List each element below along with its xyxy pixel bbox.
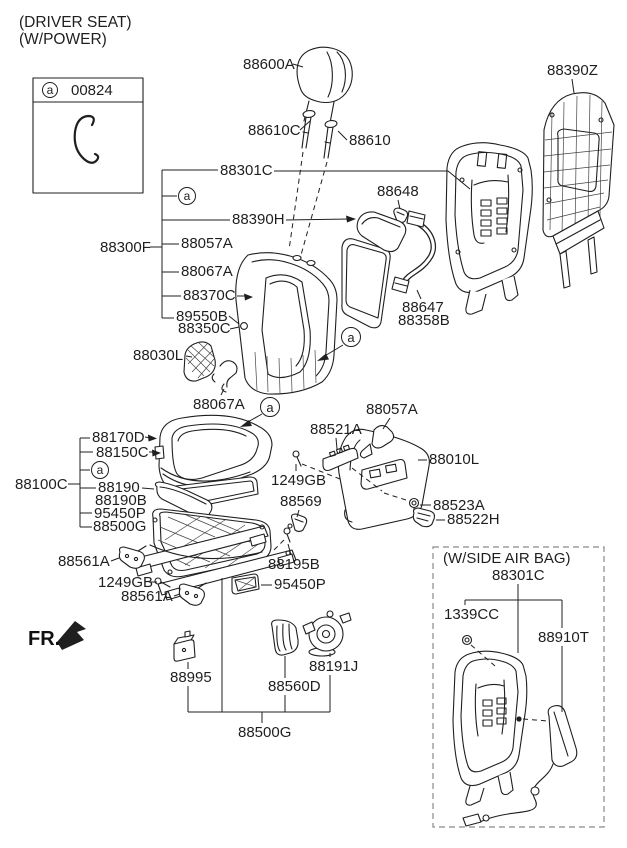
callout-a-2: a: [341, 327, 361, 347]
switch-88521A-art: [322, 444, 383, 492]
bracket-88561A-b-art: [178, 582, 207, 606]
seatback-cover-art: [235, 252, 338, 395]
page-title-line2: (W/POWER): [19, 31, 107, 48]
top-garnish-art: [356, 211, 407, 253]
callout-a-3: a: [260, 397, 280, 417]
part-label-88610C: 88610C: [248, 122, 301, 139]
part-label-88067A: 88067A: [181, 263, 233, 280]
part-label-88390H: 88390H: [232, 211, 285, 228]
part-label-88010L: 88010L: [429, 451, 480, 468]
back-panel-mesh-art: [542, 92, 615, 289]
part-label-88190B: 88190B: [95, 492, 147, 509]
legend-code: 00824: [71, 82, 113, 99]
lumbar-mat-art: [183, 341, 216, 382]
tube-art: [391, 210, 436, 294]
back-board-art: [341, 238, 391, 329]
cushion-frame-art: [132, 508, 297, 601]
part-label-88561A-2: 88561A: [121, 588, 173, 605]
pad-hook-art: [211, 360, 238, 393]
seatback-frame-art: [445, 142, 533, 315]
part-label-95450P: 95450P: [94, 505, 146, 522]
part-label-95450P-2: 95450P: [274, 576, 326, 593]
part-label-88030L: 88030L: [133, 347, 184, 364]
part-label-88301C-2: 88301C: [492, 567, 545, 584]
cushion-cover-art: [154, 414, 273, 495]
part-label-88067A-2: 88067A: [193, 396, 245, 413]
callout-a-legend: a: [42, 82, 58, 98]
clip-88569-art: [290, 513, 308, 533]
side-airbag-box-art: [432, 546, 605, 828]
callout-a-4: a: [91, 461, 109, 479]
fr-direction-label: FR.: [28, 628, 61, 650]
headrest-guide-pins-art: [288, 109, 338, 256]
part-label-88500G: 88500G: [93, 518, 147, 535]
part-label-88358B: 88358B: [398, 312, 450, 329]
callout-a-1: a: [178, 187, 196, 205]
part-label-88190: 88190: [98, 479, 140, 496]
part-label-88057A-2: 88057A: [366, 401, 418, 418]
part-label-1339CC: 1339CC: [444, 606, 500, 623]
pad-strip-art: [154, 481, 213, 519]
part-label-88560D: 88560D: [268, 678, 321, 695]
part-label-88647: 88647: [402, 299, 444, 316]
part-label-88995: 88995: [170, 669, 212, 686]
part-label-1249GB: 1249GB: [271, 472, 327, 489]
box-88995-art: [173, 630, 196, 662]
part-label-88150C: 88150C: [96, 444, 149, 461]
screw-1249GB-art: [292, 450, 341, 480]
switch-88522H-art: [412, 507, 436, 528]
bracket-88057A-art: [359, 424, 395, 459]
part-label-88610: 88610: [349, 132, 391, 149]
part-label-88648: 88648: [377, 183, 419, 200]
ecu-95450P-art: [231, 573, 260, 595]
part-label-88100C: 88100C: [15, 476, 68, 493]
part-label-88191J: 88191J: [309, 658, 359, 675]
part-label-88170D: 88170D: [92, 429, 145, 446]
part-label-88390Z: 88390Z: [547, 62, 598, 79]
lever-88560D-art: [271, 619, 299, 656]
legend-hook-art: [73, 114, 100, 164]
part-label-88350C: 88350C: [178, 320, 231, 337]
part-label-88301C: 88301C: [220, 162, 273, 179]
part-label-89550B: 89550B: [176, 308, 228, 325]
part-label-88523A: 88523A: [433, 497, 485, 514]
fr-arrow: [57, 621, 86, 650]
part-label-88195B: 88195B: [268, 556, 320, 573]
motor-88191J-art: [302, 610, 352, 657]
part-label-88500G-2: 88500G: [238, 724, 292, 741]
part-label-88521A: 88521A: [310, 421, 362, 438]
page-title-line1: (DRIVER SEAT): [19, 14, 132, 31]
screw-88195B-art: [271, 527, 291, 553]
part-label-88522H: 88522H: [447, 511, 500, 528]
part-label-88561A: 88561A: [58, 553, 110, 570]
part-label-1249GB-2: 1249GB: [98, 574, 154, 591]
part-label-88600A: 88600A: [243, 56, 295, 73]
side-airbag-title: (W/SIDE AIR BAG): [443, 550, 571, 567]
leader-lines: [68, 63, 575, 723]
part-label-88300F: 88300F: [100, 239, 151, 256]
part-label-88057A: 88057A: [181, 235, 233, 252]
part-label-88370C: 88370C: [183, 287, 236, 304]
bracket-88561A-a-art: [118, 545, 147, 569]
part-label-88569: 88569: [280, 493, 322, 510]
part-label-88910T: 88910T: [538, 629, 589, 646]
